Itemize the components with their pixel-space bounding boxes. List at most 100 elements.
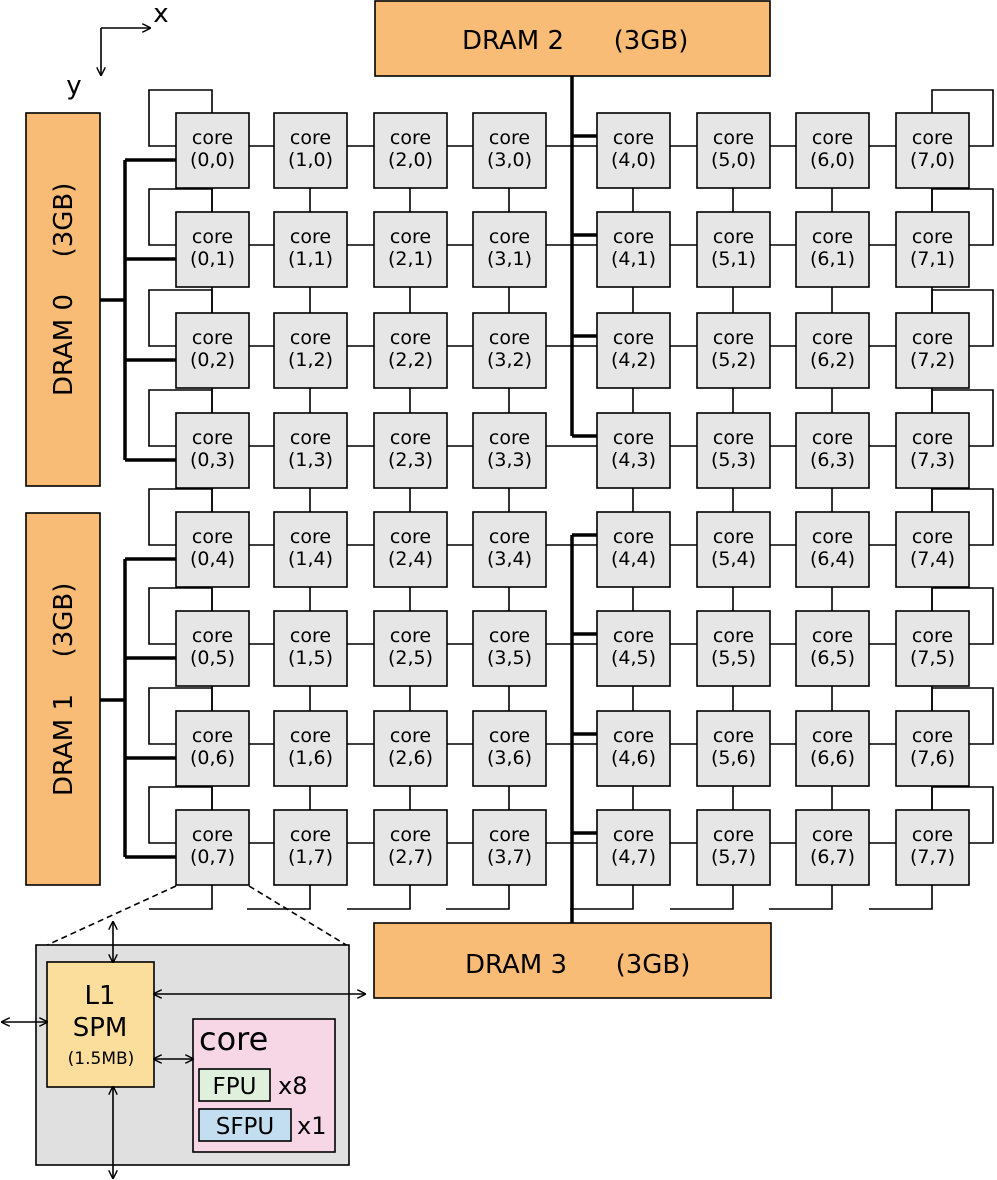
- core-coordinate: (4,3): [611, 449, 656, 471]
- fpu-box: [198, 1068, 271, 1102]
- core-1-0: core(1,0): [273, 112, 348, 189]
- column-wrap-link: [869, 885, 933, 910]
- core-6-3: core(6,3): [795, 412, 870, 489]
- core-label: core: [713, 526, 754, 548]
- core-label: core: [390, 824, 431, 846]
- core-coordinate: (7,7): [910, 846, 955, 868]
- core-7-3: core(7,3): [895, 412, 970, 489]
- core-coordinate: (5,2): [711, 349, 756, 371]
- core-label: core: [912, 526, 953, 548]
- core-box-title: core: [199, 1020, 268, 1058]
- core-5-0: core(5,0): [696, 112, 771, 189]
- core-coordinate: (0,4): [190, 548, 235, 570]
- core-coordinate: (6,0): [810, 149, 855, 171]
- core-3-7: core(3,7): [472, 809, 547, 886]
- core-label: core: [192, 127, 233, 149]
- zoom-line-left: [44, 885, 177, 947]
- core-coordinate: (3,6): [487, 747, 532, 769]
- core-coordinate: (4,1): [611, 248, 656, 270]
- sfpu-label: SFPU: [216, 1114, 275, 1140]
- core-label: core: [290, 625, 331, 647]
- dram-0: DRAM 0 (3GB): [25, 112, 101, 487]
- core-coordinate: (3,0): [487, 149, 532, 171]
- core-4-5: core(4,5): [596, 610, 671, 687]
- core-coordinate: (0,1): [190, 248, 235, 270]
- core-coordinate: (0,3): [190, 449, 235, 471]
- core-7-4: core(7,4): [895, 511, 970, 588]
- core-label: core: [613, 427, 654, 449]
- core-7-7: core(7,7): [895, 809, 970, 886]
- core-grid: core(0,0)core(1,0)core(2,0)core(3,0)core…: [175, 112, 970, 886]
- core-label: core: [912, 327, 953, 349]
- core-0-4: core(0,4): [175, 511, 250, 588]
- core-0-0: core(0,0): [175, 112, 250, 189]
- fpu-count: x8: [278, 1072, 307, 1100]
- core-label: core: [192, 526, 233, 548]
- core-4-3: core(4,3): [596, 412, 671, 489]
- core-coordinate: (2,3): [388, 449, 433, 471]
- dram-2-size: (3GB): [614, 26, 689, 56]
- core-coordinate: (1,5): [288, 647, 333, 669]
- core-coordinate: (2,6): [388, 747, 433, 769]
- core-2-4: core(2,4): [373, 511, 448, 588]
- core-coordinate: (5,4): [711, 548, 756, 570]
- axis-indicator: x y: [66, 0, 168, 101]
- core-label: core: [290, 526, 331, 548]
- row-wrap-link-right: [931, 89, 994, 147]
- y-axis-label: y: [66, 71, 81, 101]
- core-2-5: core(2,5): [373, 610, 448, 687]
- core-label: core: [290, 327, 331, 349]
- dram-3: DRAM 3 (3GB): [373, 922, 772, 999]
- core-label: core: [390, 127, 431, 149]
- core-6-6: core(6,6): [795, 710, 870, 787]
- core-label: core: [390, 327, 431, 349]
- core-coordinate: (6,5): [810, 647, 855, 669]
- core-label: core: [912, 226, 953, 248]
- core-label: core: [713, 824, 754, 846]
- core-label: core: [812, 427, 853, 449]
- core-3-1: core(3,1): [472, 211, 547, 288]
- dram-2-name: DRAM 2: [462, 26, 564, 56]
- core-4-6: core(4,6): [596, 710, 671, 787]
- core-coordinate: (4,7): [611, 846, 656, 868]
- core-coordinate: (2,1): [388, 248, 433, 270]
- core-coordinate: (2,0): [388, 149, 433, 171]
- column-wrap-link: [446, 885, 510, 910]
- sfpu-count: x1: [297, 1112, 326, 1140]
- core-label: core: [812, 127, 853, 149]
- core-2-0: core(2,0): [373, 112, 448, 189]
- core-3-2: core(3,2): [472, 312, 547, 389]
- core-coordinate: (5,1): [711, 248, 756, 270]
- core-3-6: core(3,6): [472, 710, 547, 787]
- core-label: core: [192, 725, 233, 747]
- core-label: core: [812, 327, 853, 349]
- core-coordinate: (4,6): [611, 747, 656, 769]
- core-label: core: [613, 725, 654, 747]
- row-wrap-link-left: [148, 89, 213, 147]
- core-label: core: [812, 625, 853, 647]
- core-label: core: [812, 725, 853, 747]
- core-coordinate: (5,0): [711, 149, 756, 171]
- column-wrap-link: [769, 885, 833, 910]
- core-2-7: core(2,7): [373, 809, 448, 886]
- core-coordinate: (0,2): [190, 349, 235, 371]
- core-0-7: core(0,7): [175, 809, 250, 886]
- core-coordinate: (2,4): [388, 548, 433, 570]
- core-label: core: [290, 427, 331, 449]
- core-coordinate: (7,3): [910, 449, 955, 471]
- core-1-6: core(1,6): [273, 710, 348, 787]
- core-4-2: core(4,2): [596, 312, 671, 389]
- core-coordinate: (0,0): [190, 149, 235, 171]
- core-4-1: core(4,1): [596, 211, 671, 288]
- core-7-1: core(7,1): [895, 211, 970, 288]
- column-wrap-link: [570, 885, 634, 910]
- core-5-7: core(5,7): [696, 809, 771, 886]
- x-axis-label: x: [153, 0, 168, 29]
- core-label: core: [713, 725, 754, 747]
- l1-title: L1: [84, 981, 115, 1011]
- core-label: core: [489, 327, 530, 349]
- core-coordinate: (3,2): [487, 349, 532, 371]
- column-wrap-link: [670, 885, 734, 910]
- core-coordinate: (6,2): [810, 349, 855, 371]
